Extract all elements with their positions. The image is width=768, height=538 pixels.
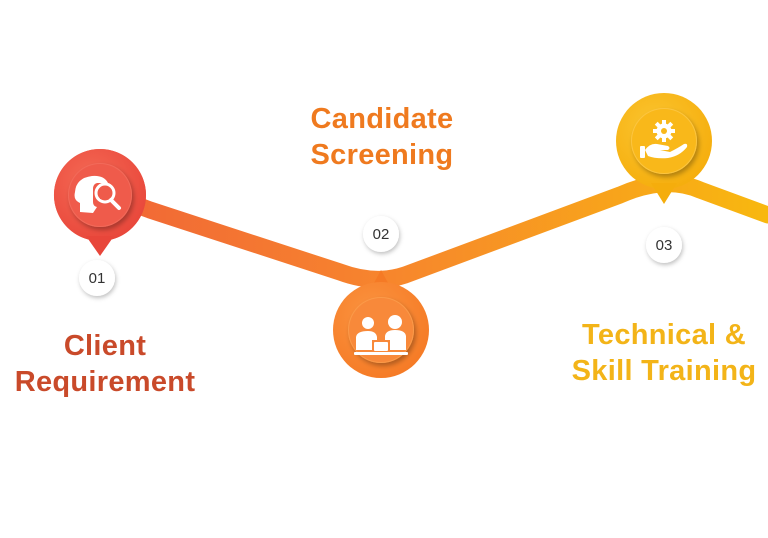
step-3-label-line1: Technical &	[582, 319, 746, 351]
step-2-label: Candidate Screening	[282, 101, 482, 173]
step-2-label-line2: Screening	[310, 139, 454, 171]
step-3-label-line2: Skill Training	[571, 355, 757, 387]
head-search-icon	[74, 175, 121, 213]
step-3: 03	[616, 93, 712, 263]
step-2-label-line1: Candidate	[310, 103, 454, 135]
step-1-label: Client Requirement	[0, 328, 210, 400]
step-1: 01	[53, 149, 146, 296]
step-2-number: 02	[373, 226, 390, 243]
step-2: 02	[333, 216, 429, 378]
step-3-badge	[646, 227, 682, 263]
step-3-number: 03	[656, 237, 673, 254]
hand-gear-icon	[640, 120, 688, 159]
step-1-label-line1: Client	[63, 330, 147, 362]
step-1-number: 01	[89, 270, 106, 287]
step-3-label: Technical & Skill Training	[560, 317, 768, 389]
step-2-badge	[363, 216, 399, 252]
step-1-label-line2: Requirement	[14, 366, 196, 398]
interview-people-icon	[354, 315, 408, 355]
step-1-badge	[79, 260, 115, 296]
